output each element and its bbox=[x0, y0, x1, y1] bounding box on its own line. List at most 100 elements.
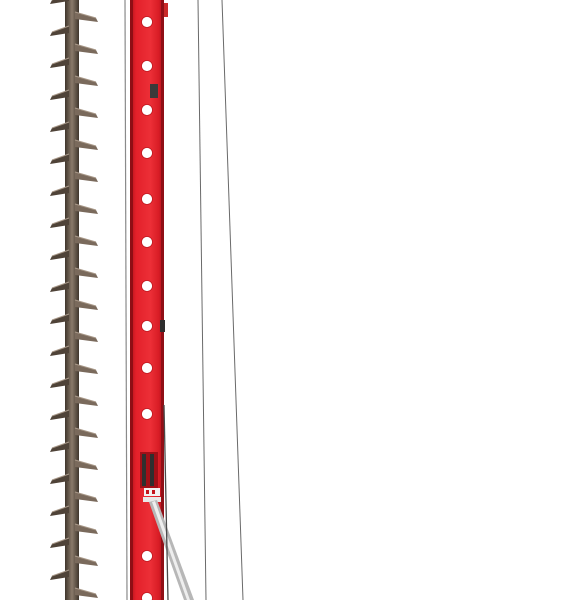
diagonal-strut bbox=[149, 404, 194, 600]
auger-flight-edge bbox=[74, 75, 97, 83]
auger-flight-edge bbox=[74, 107, 97, 115]
auger-flight bbox=[75, 588, 98, 598]
auger-flight bbox=[75, 524, 98, 534]
auger-flight-edge bbox=[74, 555, 97, 563]
mast-hole bbox=[141, 104, 153, 116]
auger-flight bbox=[50, 58, 69, 68]
auger-flight-edge bbox=[51, 25, 70, 33]
auger-flight bbox=[50, 90, 69, 100]
mast-hole bbox=[141, 236, 153, 248]
auger-flight bbox=[75, 364, 98, 374]
mast-hole bbox=[141, 147, 153, 159]
auger-flight-edge bbox=[74, 331, 97, 339]
auger-flight bbox=[50, 538, 69, 548]
auger-flight bbox=[75, 204, 98, 214]
auger-flight bbox=[50, 26, 69, 36]
mast-clamp bbox=[152, 490, 155, 494]
auger-screw bbox=[50, 0, 98, 600]
mast-hole bbox=[141, 362, 153, 374]
mast-hole bbox=[141, 320, 153, 332]
auger-flight-edge bbox=[74, 395, 97, 403]
mast-bracket bbox=[164, 3, 168, 17]
auger-flight bbox=[50, 154, 69, 164]
auger-flight-edge bbox=[51, 249, 70, 257]
auger-flight-edge bbox=[74, 43, 97, 51]
auger-flight bbox=[50, 442, 69, 452]
auger-flight bbox=[75, 268, 98, 278]
auger-flight bbox=[50, 378, 69, 388]
auger-flight bbox=[75, 460, 98, 470]
auger-flight-edge bbox=[74, 363, 97, 371]
auger-flight bbox=[75, 556, 98, 566]
mast-hole bbox=[141, 550, 153, 562]
mast-clamp bbox=[146, 490, 149, 494]
auger-flight-edge bbox=[74, 459, 97, 467]
auger-flight-edge bbox=[74, 11, 97, 19]
auger-flight-edge bbox=[51, 89, 70, 97]
auger-flight-edge bbox=[51, 441, 70, 449]
auger-flight bbox=[75, 428, 98, 438]
auger-flight-edge bbox=[51, 313, 70, 321]
auger-flight bbox=[50, 410, 69, 420]
auger-flight bbox=[50, 122, 69, 132]
auger-flight bbox=[50, 0, 69, 4]
mast-hole bbox=[141, 592, 153, 600]
auger-flight bbox=[75, 172, 98, 182]
auger-flight-edge bbox=[51, 281, 70, 289]
auger-flight bbox=[75, 300, 98, 310]
auger-flight-edge bbox=[74, 171, 97, 179]
auger-flight-edge bbox=[51, 377, 70, 385]
mast-bracket bbox=[160, 320, 165, 332]
auger-flight-edge bbox=[51, 121, 70, 129]
auger-flight bbox=[50, 346, 69, 356]
auger-flight bbox=[75, 44, 98, 54]
mast-bracket bbox=[142, 454, 146, 486]
auger-shaft bbox=[65, 0, 79, 600]
mast-bracket bbox=[150, 84, 158, 98]
mast-hole bbox=[141, 408, 153, 420]
auger-flight-edge bbox=[51, 217, 70, 225]
auger-flight-edge bbox=[51, 409, 70, 417]
auger-flight-edge bbox=[74, 587, 97, 595]
auger-flight bbox=[50, 186, 69, 196]
mast-hole bbox=[141, 60, 153, 72]
auger-flight-edge bbox=[74, 427, 97, 435]
mast-bracket bbox=[150, 454, 154, 486]
auger-flight-edge bbox=[74, 267, 97, 275]
mast-hole bbox=[141, 280, 153, 292]
auger-flight bbox=[50, 282, 69, 292]
auger-flight-edge bbox=[74, 299, 97, 307]
auger-flight bbox=[50, 570, 69, 580]
auger-flight-edge bbox=[51, 153, 70, 161]
auger-flight bbox=[75, 236, 98, 246]
auger-flight bbox=[75, 140, 98, 150]
auger-flight-edge bbox=[74, 139, 97, 147]
mast-edge bbox=[130, 0, 133, 600]
auger-flight bbox=[50, 314, 69, 324]
mast-edge bbox=[161, 0, 164, 600]
mast bbox=[130, 0, 168, 600]
auger-flight bbox=[50, 218, 69, 228]
auger-flight-edge bbox=[51, 569, 70, 577]
auger-flight-edge bbox=[51, 473, 70, 481]
auger-flight-edge bbox=[51, 57, 70, 65]
auger-flight bbox=[75, 492, 98, 502]
mast-hole bbox=[141, 16, 153, 28]
auger-flight-edge bbox=[74, 235, 97, 243]
auger-flight-edge bbox=[51, 185, 70, 193]
auger-flight-edge bbox=[51, 345, 70, 353]
auger-flight bbox=[75, 108, 98, 118]
auger-flight bbox=[75, 396, 98, 406]
auger-flight bbox=[50, 250, 69, 260]
leader-rail bbox=[124, 0, 128, 600]
auger-flight bbox=[75, 12, 98, 22]
auger-flight-edge bbox=[74, 203, 97, 211]
guide-cable bbox=[221, 0, 244, 600]
auger-flight-edge bbox=[51, 505, 70, 513]
auger-flight-edge bbox=[74, 523, 97, 531]
auger-flight bbox=[75, 76, 98, 86]
auger-flight-edge bbox=[74, 491, 97, 499]
auger-flight-edge bbox=[51, 537, 70, 545]
mast-clamp bbox=[143, 497, 161, 502]
